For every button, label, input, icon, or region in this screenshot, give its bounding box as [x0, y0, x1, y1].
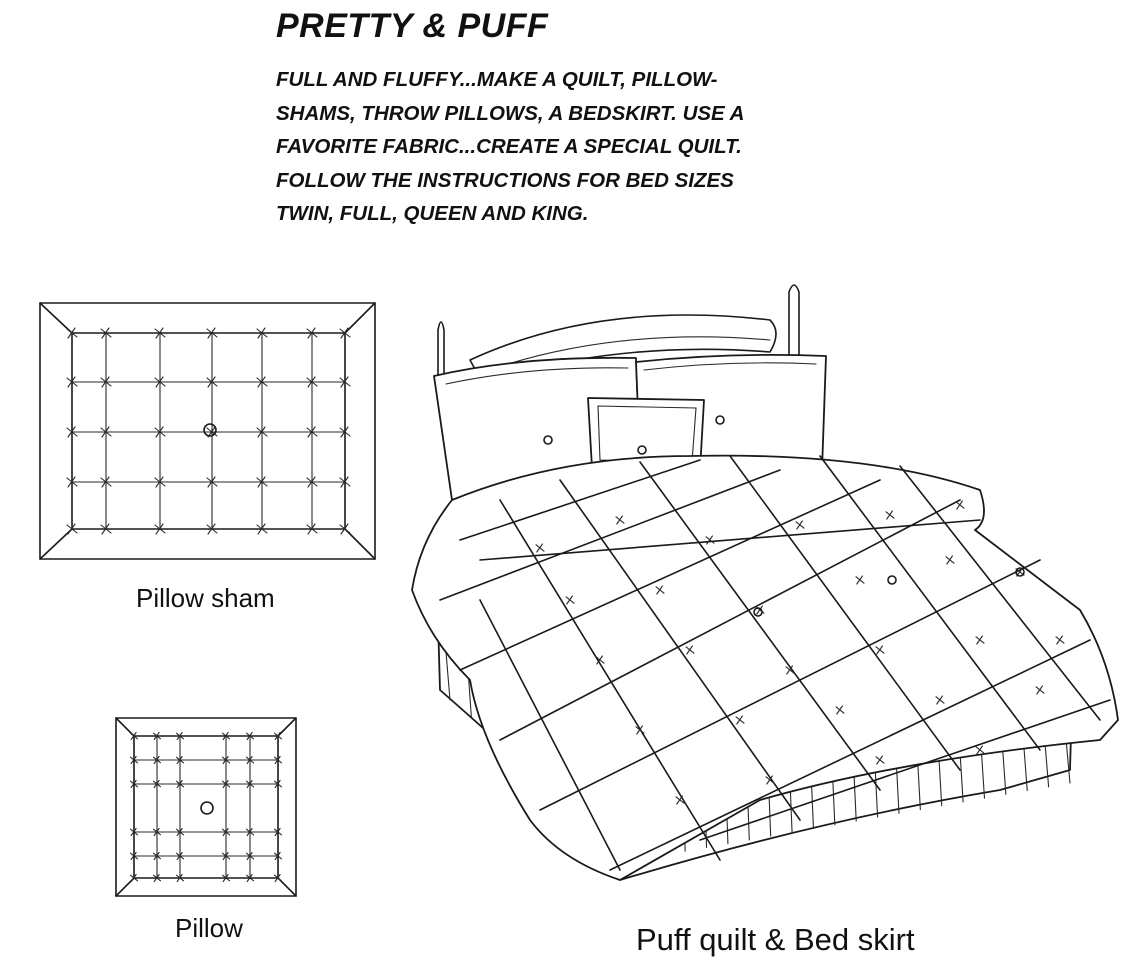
description-line: SHAMS, THROW PILLOWS, A BEDSKIRT. USE A: [276, 101, 745, 125]
bed-caption: Puff quilt & Bed skirt: [636, 922, 915, 957]
page-title: PRETTY & PUFF: [276, 7, 549, 45]
description: FULL AND FLUFFY...MAKE A QUILT, PILLOW- …: [276, 63, 744, 231]
description-line: FULL AND FLUFFY...MAKE A QUILT, PILLOW-: [276, 68, 718, 91]
description-line: TWIN, FULL, QUEEN AND KING.: [276, 202, 589, 225]
pillow-caption: Pillow: [175, 913, 243, 943]
description-line: FAVORITE FABRIC...CREATE A SPECIAL QUILT…: [276, 135, 742, 158]
pillow-sham-caption: Pillow sham: [136, 583, 275, 613]
description-line: FOLLOW THE INSTRUCTIONS FOR BED SIZES: [276, 168, 734, 192]
